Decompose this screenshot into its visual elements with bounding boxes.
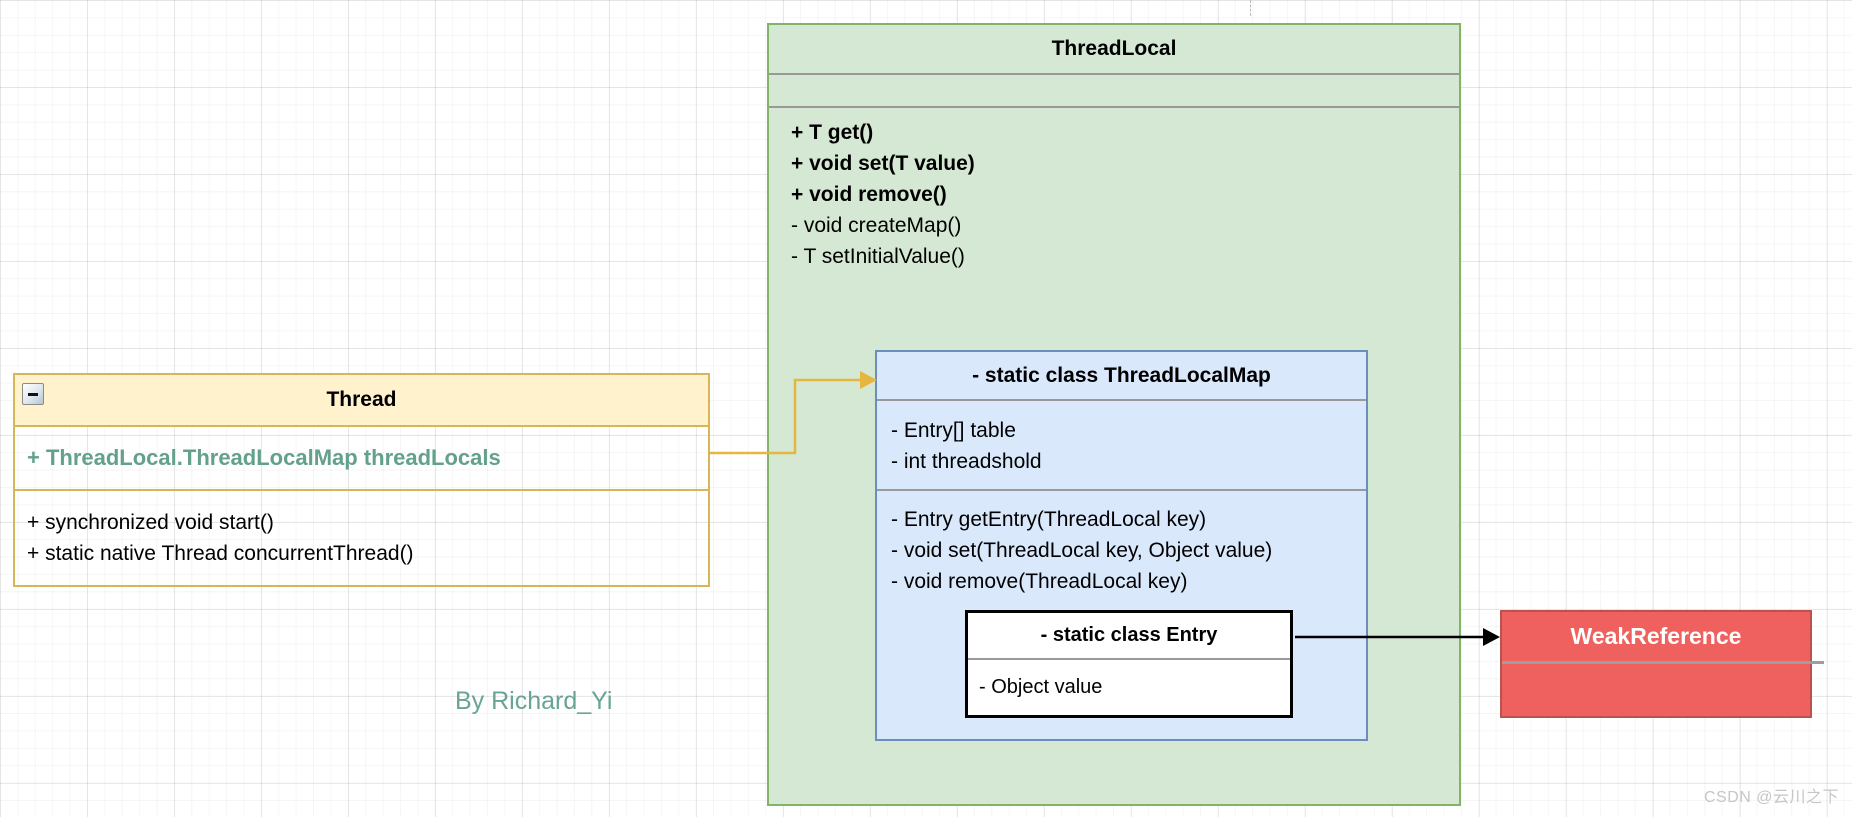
entry-title: - static class Entry xyxy=(968,613,1290,660)
thread-methods-section: + synchronized void start() + static nat… xyxy=(15,491,708,585)
method-line: + void set(T value) xyxy=(791,152,975,175)
attribute-line: - int threadshold xyxy=(891,450,1042,473)
threadlocalmap-methods-section: - Entry getEntry(ThreadLocal key) - void… xyxy=(877,491,1366,597)
weakreference-title: WeakReference xyxy=(1570,623,1742,649)
method-line: + T get() xyxy=(791,121,874,144)
threadlocal-title: ThreadLocal xyxy=(769,25,1459,75)
collapse-minus-icon[interactable] xyxy=(22,383,44,405)
minus-glyph xyxy=(28,392,38,396)
entry-attribute-line: - Object value xyxy=(979,676,1103,698)
threadlocal-empty-section xyxy=(769,75,1459,108)
method-line: - void remove(ThreadLocal key) xyxy=(891,570,1188,593)
method-line: - T setInitialValue() xyxy=(791,245,965,268)
method-line: + synchronized void start() xyxy=(27,511,274,534)
thread-title-row: Thread xyxy=(15,375,708,427)
weakreference-divider xyxy=(1502,661,1824,664)
class-box-entry[interactable]: - static class Entry - Object value xyxy=(965,610,1293,718)
thread-attribute-line: + ThreadLocal.ThreadLocalMap threadLocal… xyxy=(15,427,708,491)
method-line: + static native Thread concurrentThread(… xyxy=(27,542,414,565)
black-arrowhead-icon xyxy=(1483,628,1500,646)
class-box-thread[interactable]: Thread + ThreadLocal.ThreadLocalMap thre… xyxy=(13,373,710,587)
method-line: - void set(ThreadLocal key, Object value… xyxy=(891,539,1273,562)
attribute-line: - Entry[] table xyxy=(891,419,1016,442)
method-line: - void createMap() xyxy=(791,214,962,237)
threadlocal-methods-section: + T get() + void set(T value) + void rem… xyxy=(769,108,1459,272)
author-credit: By Richard_Yi xyxy=(455,687,613,715)
class-box-weakreference[interactable]: WeakReference xyxy=(1500,610,1824,718)
csdn-watermark: CSDN @云川之下 xyxy=(1703,789,1839,806)
threadlocalmap-title: - static class ThreadLocalMap xyxy=(877,352,1366,401)
method-line: - Entry getEntry(ThreadLocal key) xyxy=(891,508,1207,531)
threadlocalmap-attributes-section: - Entry[] table - int threadshold xyxy=(877,401,1366,491)
page-boundary-dash xyxy=(1250,0,1251,16)
thread-title: Thread xyxy=(326,388,397,411)
method-line: + void remove() xyxy=(791,183,947,206)
